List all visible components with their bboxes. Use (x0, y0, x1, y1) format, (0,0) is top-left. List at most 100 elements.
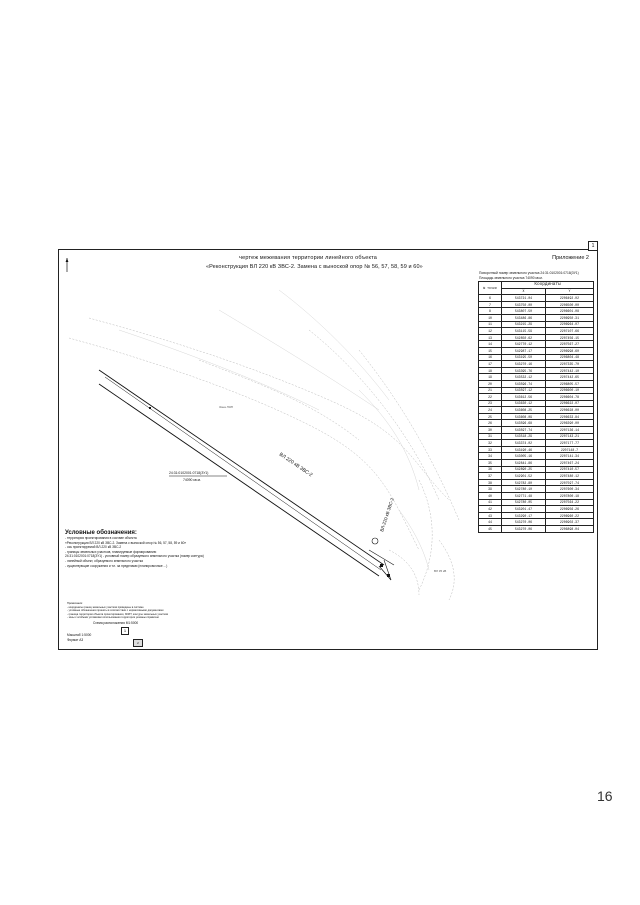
header-x: X (501, 287, 546, 296)
legend-item: «Реконструкция ВЛ 220 кВ ЗВС-2. Замена с… (65, 540, 187, 545)
x-cell: 542770.12 (501, 340, 546, 348)
drawing-title: чертеж межевания территории линейного об… (239, 255, 378, 261)
line-label-vertical: ВЛ-220 кВ ЗВС-2 (379, 497, 395, 532)
y-cell: 2206628.00 (544, 406, 595, 414)
point-number-cell: 26 (478, 419, 502, 428)
legend-item: - границы земельных участков, планируемы… (65, 549, 157, 554)
y-cell: 2206390.00 (544, 419, 595, 428)
point-number-cell: 37 (478, 472, 502, 480)
y-cell: 2206804.48 (544, 353, 595, 362)
format-block: Масштаб 1:5000 Формат А3 (67, 633, 91, 643)
coordinates-caption: Поворотный номер земельного участка 24:3… (479, 271, 579, 280)
point-number-cell: 34 (478, 452, 502, 461)
point-number-cell: 42 (478, 505, 502, 513)
point-number-cell: 13 (478, 333, 502, 342)
x-cell: 543195.50 (501, 353, 546, 362)
y-cell: 2206956.26 (544, 505, 595, 513)
header-y: Y (544, 287, 595, 296)
point-number-cell: 18 (478, 366, 502, 375)
north-arrow-icon (65, 258, 69, 272)
x-cell: 543597.74 (501, 426, 546, 434)
y-cell: 2206601.08 (544, 307, 595, 315)
point-number-cell: 35 (478, 459, 502, 467)
legend-item: - территория проектирования в составе об… (65, 536, 137, 540)
point-number-cell: 32 (478, 439, 502, 447)
stamp-box: 1 (121, 627, 129, 635)
x-cell: 543270.16 (501, 360, 546, 368)
x-cell: 542841.86 (501, 459, 546, 467)
notes: Примечания: - координаты границ земельны… (67, 602, 168, 620)
note-line: - зоны с особыми условиями использования… (67, 616, 159, 620)
x-cell: 543532.12 (501, 373, 546, 381)
point-number-cell: 14 (478, 340, 502, 348)
coordinates-caption-line1: Поворотный номер земельного участка 24:3… (479, 271, 579, 275)
y-cell: 2207107.66 (544, 327, 595, 335)
x-cell: 543270.06 (501, 518, 546, 526)
x-cell: 543374.02 (501, 439, 546, 447)
y-cell: 2207141.34 (544, 452, 595, 461)
x-cell: 542780.10 (501, 485, 546, 493)
x-cell: 543721.04 (501, 294, 546, 302)
y-cell: 2207597.74 (544, 478, 595, 487)
x-cell: 543270.06 (501, 524, 546, 533)
x-cell: 543518.29 (501, 432, 546, 441)
notes-lines: - координаты границ земельных участков п… (67, 606, 168, 620)
legend-item: - существующие сооружения и т.п. за пред… (65, 563, 168, 568)
format-text: Формат А3 (67, 638, 84, 642)
legend-items: - территория проектирования в составе об… (65, 536, 285, 568)
point-number-cell: 12 (478, 327, 502, 335)
x-cell: 543596.74 (501, 379, 546, 388)
note-line: - условные обозначения приняты в соответ… (67, 609, 164, 613)
y-cell: 2207467.24 (544, 459, 595, 467)
y-cell: 2206622.07 (544, 399, 595, 408)
legend-item: 24:31:0102001:0718(ЗУ1) - условный номер… (65, 554, 204, 559)
point-number-cell: 15 (478, 346, 502, 355)
x-cell: 543115.59 (501, 327, 546, 335)
y-cell: 2206805.57 (544, 379, 595, 388)
x-cell: 543608.09 (501, 412, 546, 421)
coordinates-caption-line2: Площадь земельного участка 74090 кв.м. (479, 275, 543, 280)
zone-label: Зона ЛЭП (219, 405, 233, 409)
point-number-cell: 30 (478, 426, 502, 434)
point-number-cell: 23 (478, 399, 502, 408)
y-cell: 2207567.27 (544, 340, 595, 348)
point-number-cell: 25 (478, 412, 502, 421)
y-cell: 2206902.37 (544, 518, 595, 526)
x-cell: 543612.56 (501, 393, 546, 401)
y-cell: 2206964.07 (544, 320, 595, 329)
page-number: 16 (597, 788, 613, 804)
point-number-cell: 10 (478, 313, 502, 322)
x-cell: 543630.12 (501, 399, 546, 408)
y-cell: 2207143.21 (544, 432, 595, 441)
y-cell: 2207136.14 (544, 426, 595, 434)
legend-item: - линейный объект, образуемого земельног… (65, 558, 143, 563)
point-number-cell: 43 (478, 511, 502, 520)
x-cell: 543596.68 (501, 419, 546, 428)
y-cell: 2206492.02 (544, 294, 595, 302)
legend-item: - ось проектируемой ВЛ-220 кВ ЗВС-2 (65, 545, 122, 550)
x-cell: 543597.12 (501, 386, 546, 395)
y-cell: 2207148.7 (544, 445, 595, 454)
point-number-cell: 44 (478, 518, 502, 526)
point-number-cell: 20 (478, 379, 502, 388)
header-point-number: № точки (478, 280, 502, 296)
note-line: - координаты границ земельных участков п… (67, 605, 144, 609)
point-number-cell: 16 (478, 353, 502, 362)
point-number-cell: 39 (478, 485, 502, 493)
legend-title: Условные обозначения: (65, 530, 137, 536)
